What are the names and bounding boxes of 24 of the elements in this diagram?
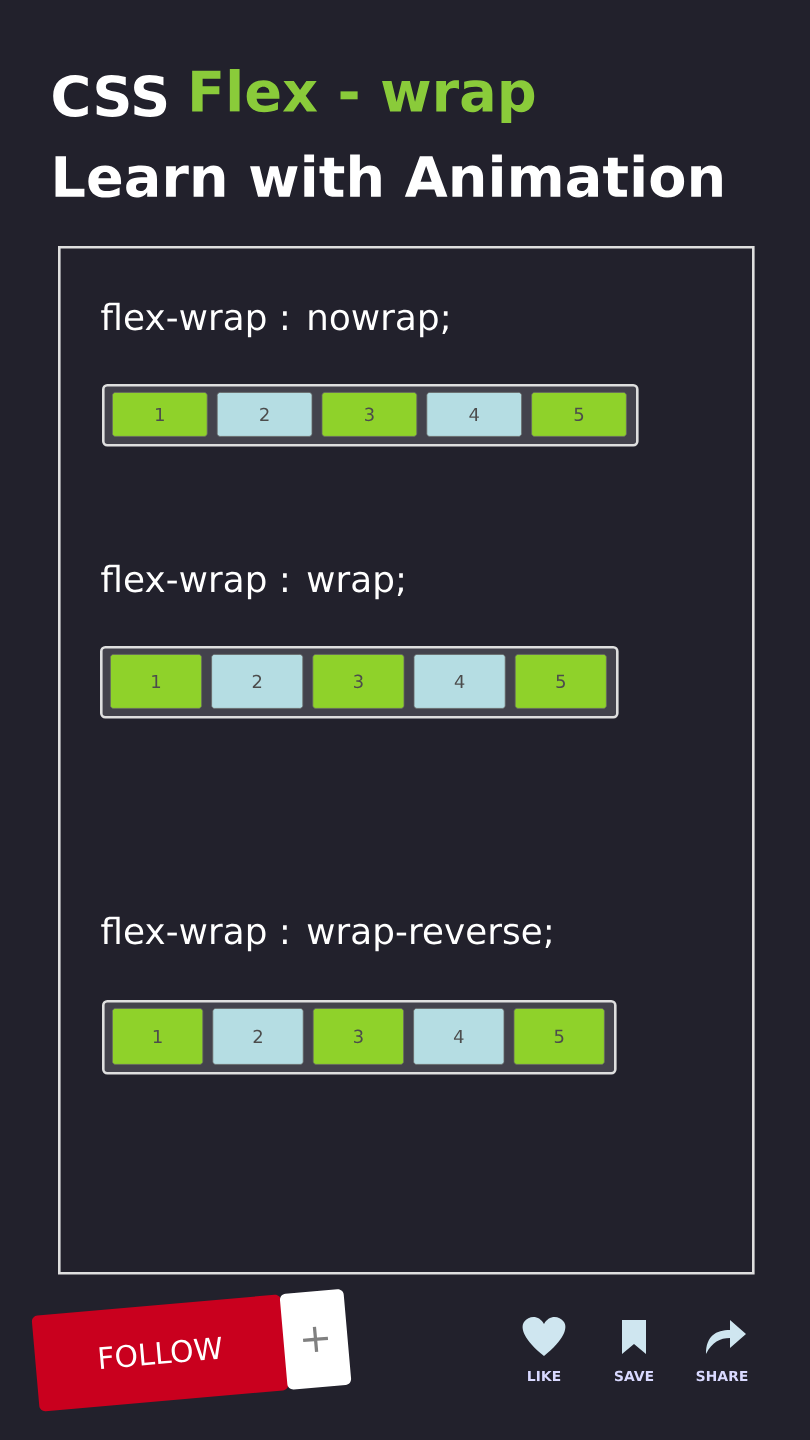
flex-item: 2 [212,1008,304,1065]
flex-item: 4 [426,392,522,437]
heading: CSS [53,74,167,118]
flex-item: 5 [513,1008,605,1065]
flex-item: 3 [321,392,418,437]
code-label: flex-wrap : nowrap; [101,302,448,338]
flex-item: 4 [413,654,506,709]
flex-item: 1 [112,1008,204,1065]
code-label: flex-wrap : wrap; [101,564,403,600]
flex-item: 4 [413,1008,505,1065]
flex-item: 5 [531,392,627,437]
flex-item: 1 [110,654,202,709]
heading: Learn with Animation [55,154,722,198]
follow-button: FOLLOW + [31,1289,352,1412]
flex-item: 2 [216,392,313,437]
flex-item: 3 [312,654,405,709]
flex-item: 2 [211,654,304,709]
flex-item: 5 [514,654,607,709]
flex-item: 1 [112,392,208,437]
node-label: + [302,1326,329,1352]
heading: Flex - wrap [192,69,535,123]
code-label: flex-wrap : wrap-reverse; [101,916,551,952]
flex-item: 3 [312,1008,404,1065]
panel-frame [58,246,755,1275]
